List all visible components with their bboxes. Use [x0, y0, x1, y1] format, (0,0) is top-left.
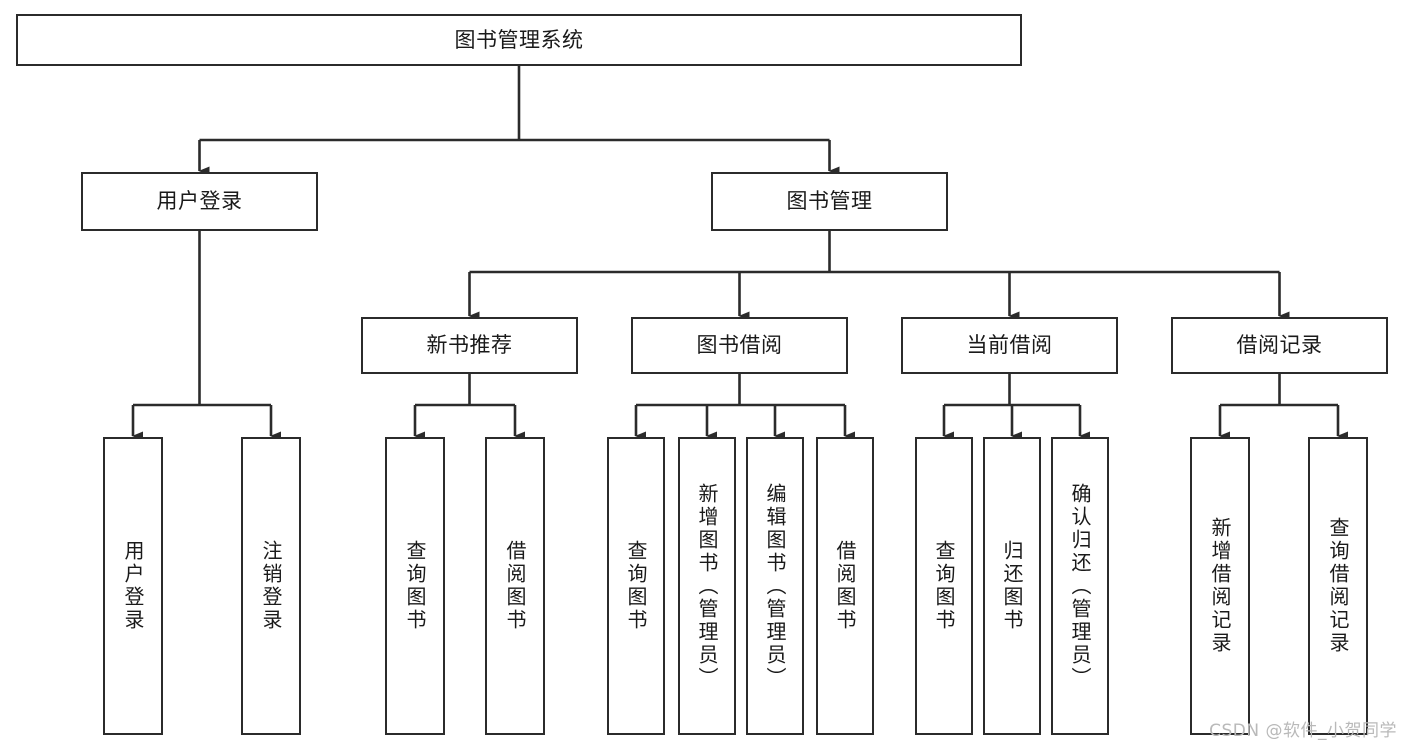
node-leaf-re-query[interactable]: 查询借阅记录	[1308, 437, 1368, 735]
node-leaf-bo-borrow[interactable]: 借阅图书	[816, 437, 874, 735]
node-current[interactable]: 当前借阅	[901, 317, 1118, 374]
node-label-root: 图书管理系统	[454, 27, 584, 52]
node-label-records: 借阅记录	[1236, 333, 1323, 358]
node-root[interactable]: 图书管理系统	[16, 14, 1022, 66]
node-label-leaf-bo-edit: 编辑图书（管理员）	[763, 482, 787, 690]
node-leaf-bo-query[interactable]: 查询图书	[607, 437, 665, 735]
node-leaf-login[interactable]: 用户登录	[103, 437, 163, 735]
node-borrow[interactable]: 图书借阅	[631, 317, 848, 374]
node-label-leaf-cu-return: 归还图书	[1000, 540, 1024, 632]
node-label-current: 当前借阅	[966, 333, 1053, 358]
node-records[interactable]: 借阅记录	[1171, 317, 1388, 374]
node-label-leaf-nb-borrow: 借阅图书	[503, 540, 527, 632]
node-newbook[interactable]: 新书推荐	[361, 317, 578, 374]
node-leaf-logout[interactable]: 注销登录	[241, 437, 301, 735]
edge-group	[131, 66, 1348, 441]
node-label-leaf-logout: 注销登录	[259, 540, 283, 632]
node-label-leaf-nb-query: 查询图书	[403, 540, 427, 632]
node-label-bookmgmt: 图书管理	[786, 189, 873, 214]
node-label-leaf-bo-query: 查询图书	[624, 540, 648, 632]
node-login[interactable]: 用户登录	[81, 172, 318, 231]
node-label-leaf-cu-confirm: 确认归还（管理员）	[1068, 482, 1092, 690]
node-leaf-nb-query[interactable]: 查询图书	[385, 437, 445, 735]
node-leaf-cu-query[interactable]: 查询图书	[915, 437, 973, 735]
node-label-leaf-bo-borrow: 借阅图书	[833, 540, 857, 632]
node-bookmgmt[interactable]: 图书管理	[711, 172, 948, 231]
node-label-leaf-cu-query: 查询图书	[932, 540, 956, 632]
node-leaf-bo-add[interactable]: 新增图书（管理员）	[678, 437, 736, 735]
node-leaf-re-add[interactable]: 新增借阅记录	[1190, 437, 1250, 735]
node-label-leaf-bo-add: 新增图书（管理员）	[695, 482, 719, 690]
node-label-leaf-re-query: 查询借阅记录	[1326, 517, 1350, 655]
node-leaf-cu-confirm[interactable]: 确认归还（管理员）	[1051, 437, 1109, 735]
node-label-leaf-login: 用户登录	[121, 540, 145, 632]
node-label-leaf-re-add: 新增借阅记录	[1208, 517, 1232, 655]
node-label-borrow: 图书借阅	[696, 333, 783, 358]
node-leaf-cu-return[interactable]: 归还图书	[983, 437, 1041, 735]
node-label-newbook: 新书推荐	[426, 333, 513, 358]
node-leaf-bo-edit[interactable]: 编辑图书（管理员）	[746, 437, 804, 735]
node-label-login: 用户登录	[156, 189, 243, 214]
watermark-text: CSDN @软件_小贺同学	[1209, 721, 1397, 741]
node-leaf-nb-borrow[interactable]: 借阅图书	[485, 437, 545, 735]
